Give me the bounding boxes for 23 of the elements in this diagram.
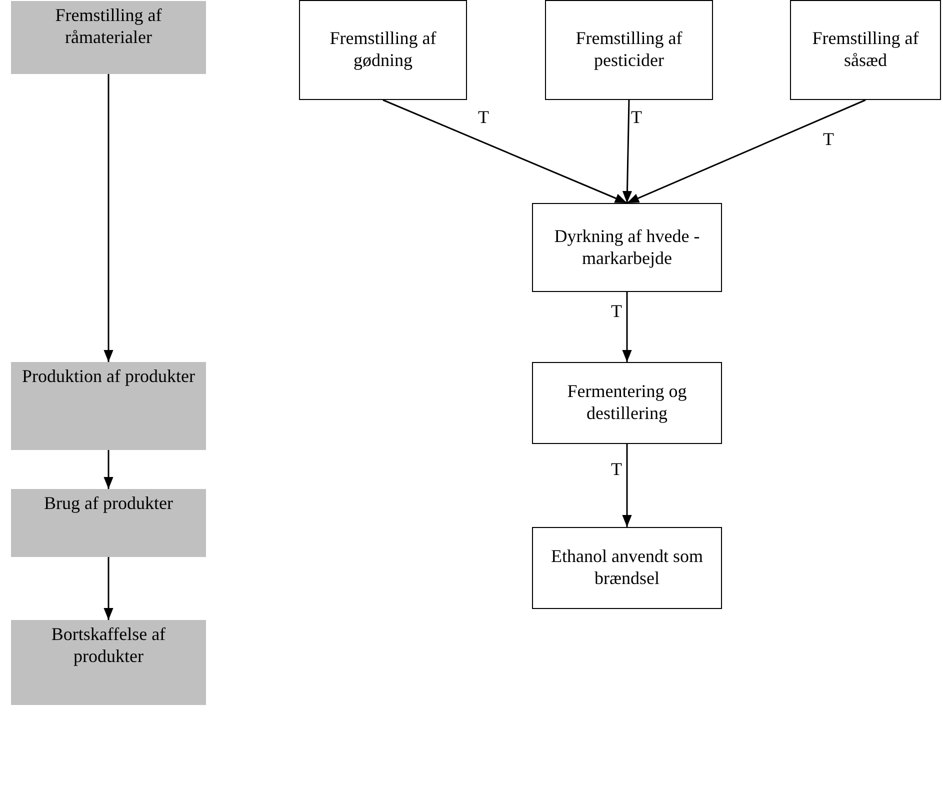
arrow [626,99,866,204]
arrow [104,450,114,489]
arrow [622,444,632,527]
process-box: Dyrkning af hvede - markarbejde [532,203,722,292]
arrow [382,99,628,204]
arrow [104,557,114,620]
process-box: Fremstilling af gødning [299,0,467,100]
arrow [622,292,632,362]
stage-box: Fremstilling af råmaterialer [11,1,206,74]
edge-label: T [630,108,643,126]
process-box: Ethanol anvendt som brændsel [532,527,722,609]
stage-box: Bortskaffelse af produkter [11,620,206,705]
edge-label: T [822,130,835,148]
edge-label: T [477,108,490,126]
stage-box: Brug af produkter [11,489,206,557]
process-box: Fremstilling af pesticider [545,0,713,100]
process-box: Fremstilling af såsæd [790,0,941,100]
edge-label: T [610,460,623,478]
process-box: Fermentering og destillering [532,362,722,444]
stage-box: Produktion af produkter [11,362,206,450]
arrow [104,74,114,362]
arrow [622,100,632,204]
edge-label: T [610,302,623,320]
